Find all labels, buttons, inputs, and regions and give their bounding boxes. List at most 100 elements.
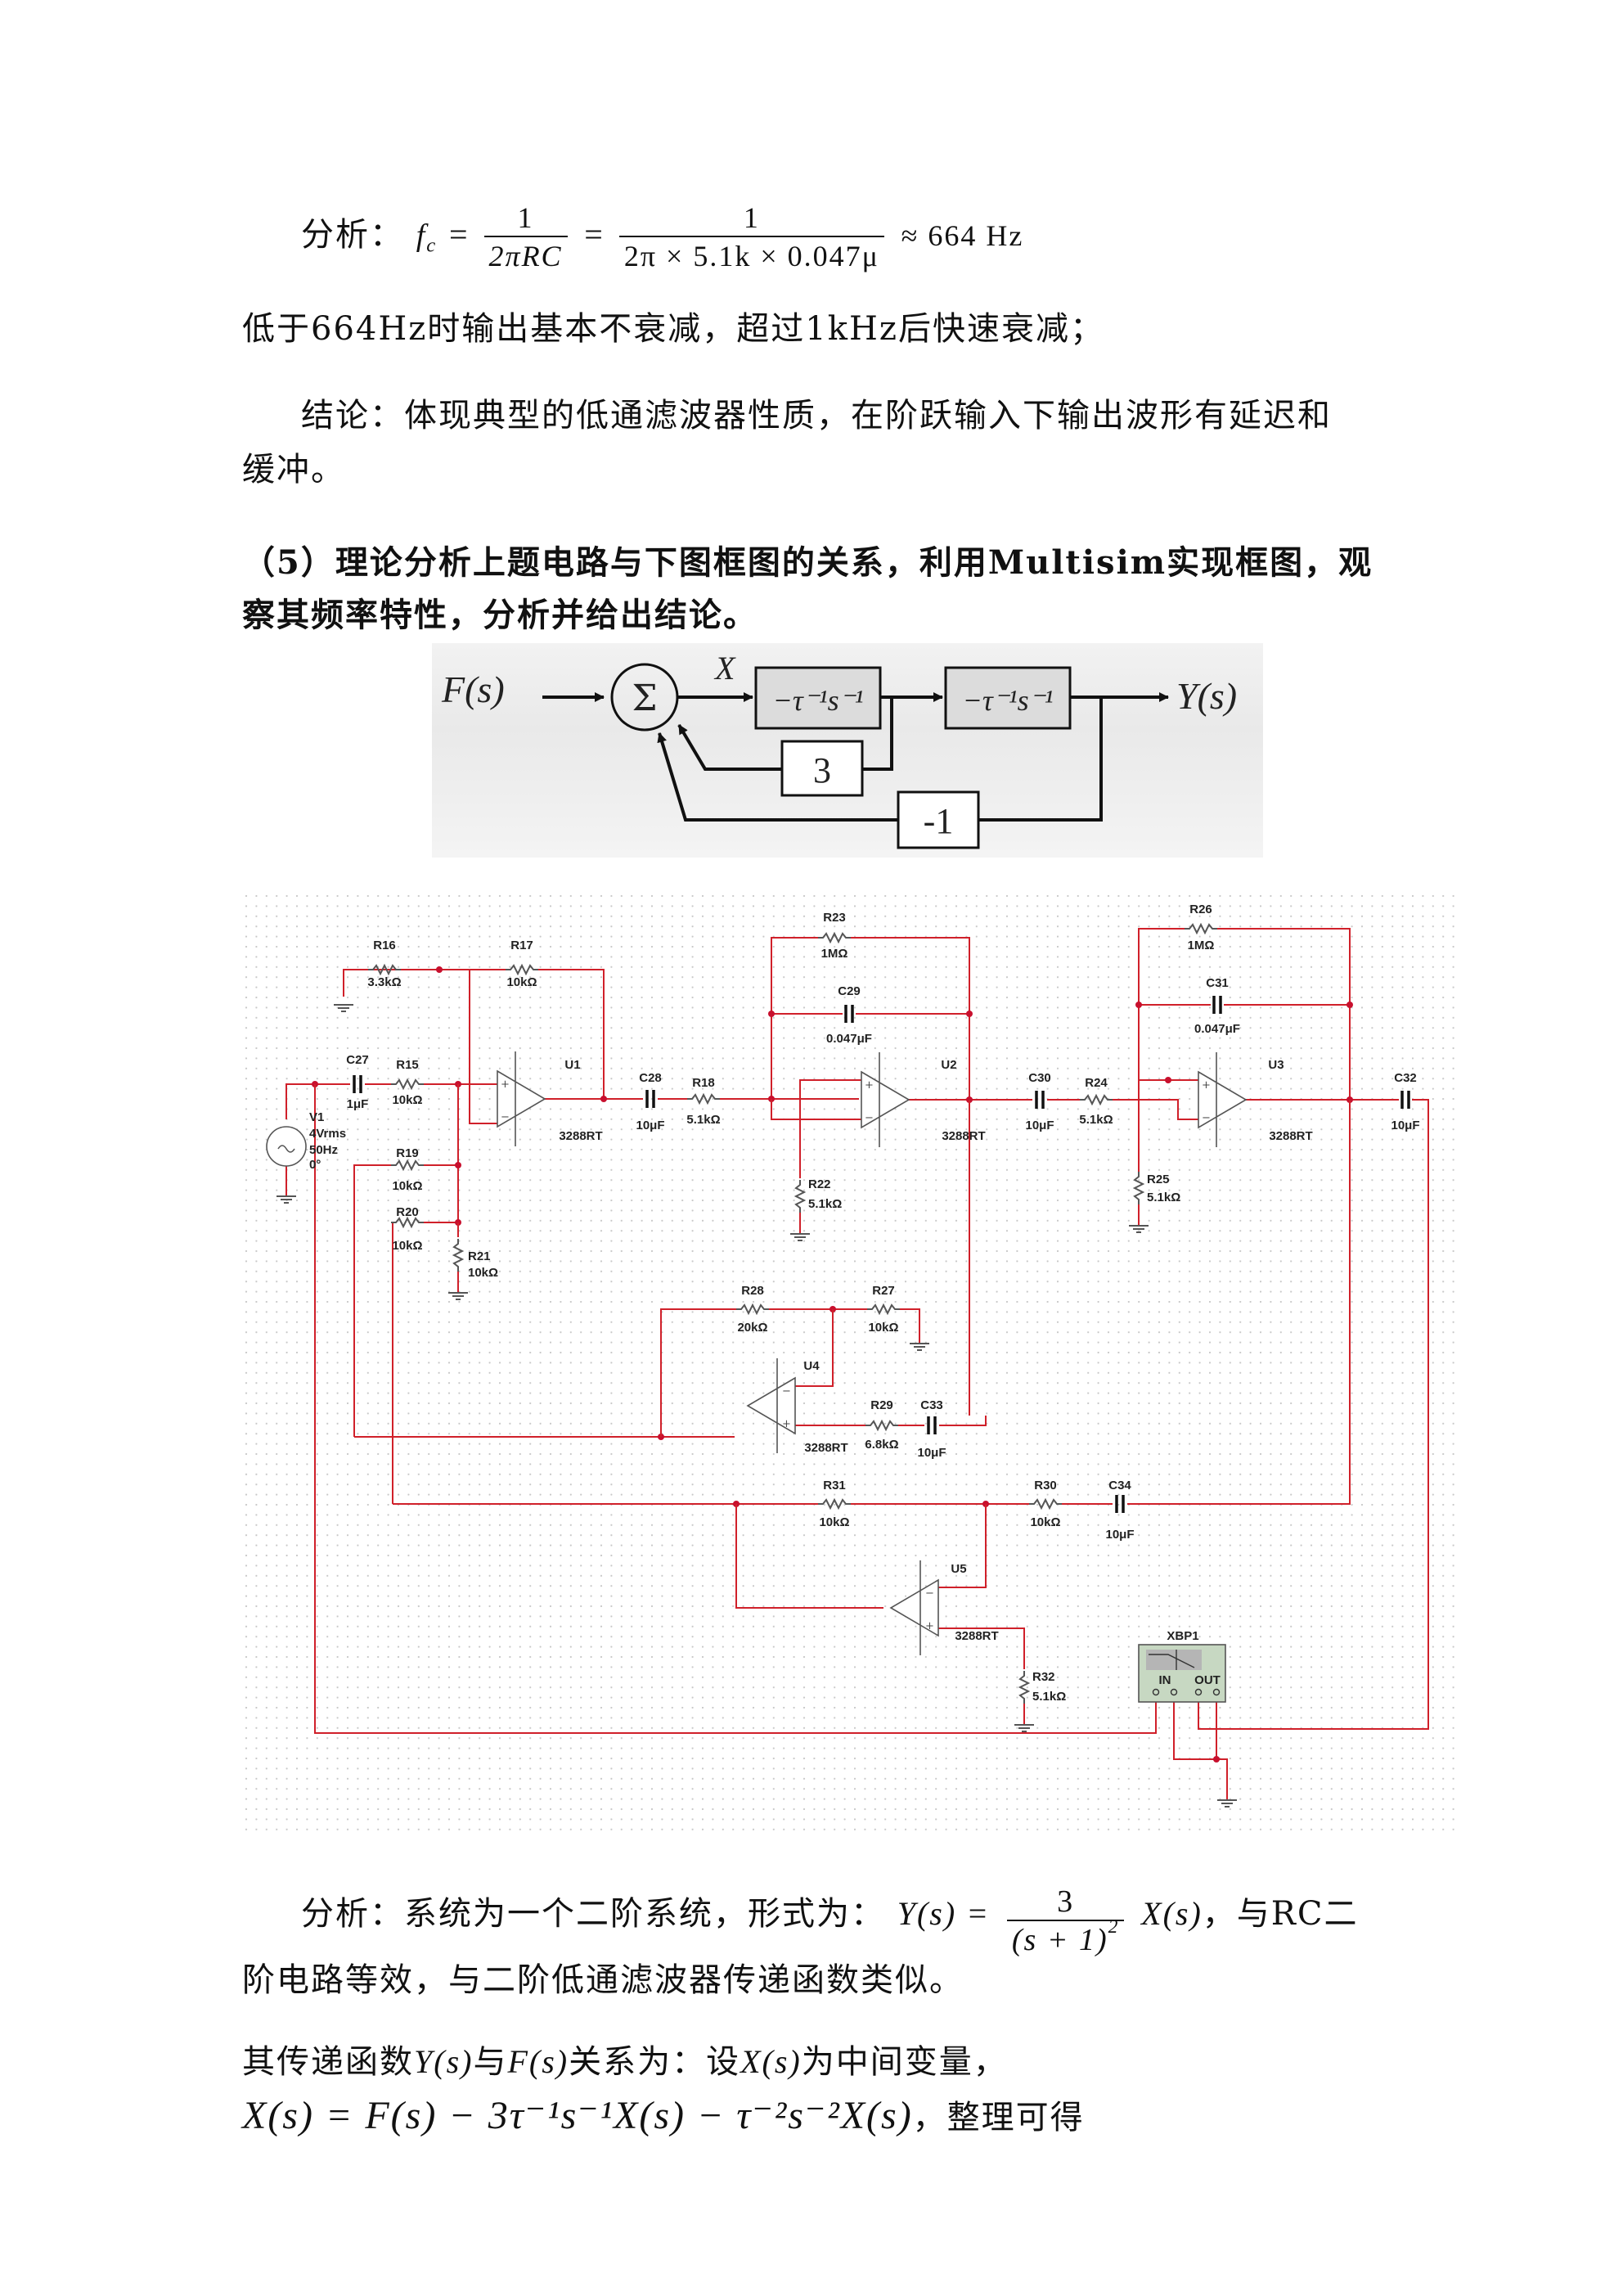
value-c30: 10μF (1025, 1119, 1054, 1132)
wire (1173, 1692, 1228, 1800)
plus-sign: + (925, 1620, 934, 1632)
analysis-2-lhs: Y(s) = (897, 1895, 991, 1932)
value-r21: 10kΩ (468, 1266, 498, 1280)
wire (1127, 1486, 1351, 1505)
analysis-2-line-1: 分析：系统为一个二阶系统，形式为： Y(s) = 3 (s + 1)2 X(s)… (301, 1879, 1359, 1957)
label-r21: R21 (468, 1249, 491, 1263)
label-v1: V1 (309, 1110, 324, 1124)
label-r22: R22 (808, 1177, 831, 1191)
junction-dot (1347, 1002, 1353, 1008)
cutoff-result: ≈ 664 Hz (901, 219, 1024, 252)
wire (285, 1083, 350, 1119)
junction-dot (768, 1011, 775, 1017)
label-r19: R19 (396, 1146, 419, 1160)
label-u3: U3 (1268, 1058, 1284, 1072)
junction-dot (966, 1011, 973, 1017)
wire (1198, 1099, 1429, 1730)
value-c33: 10μF (917, 1446, 946, 1460)
bd-block-2-label: −τ⁻¹s⁻¹ (963, 684, 1054, 717)
value-r28: 20kΩ (737, 1321, 767, 1335)
plus-sign: + (782, 1418, 791, 1430)
terminal-icon (1152, 1688, 1160, 1696)
value-r22: 5.1kΩ (808, 1197, 842, 1211)
label-r18: R18 (692, 1076, 715, 1090)
question-5-line-2: 察其频率特性，分析并给出结论。 (242, 596, 758, 634)
wire (771, 1099, 861, 1120)
junction-dot (1213, 1756, 1220, 1763)
analysis-2-denominator: (s + 1)2 (1006, 1917, 1125, 1959)
label-c32: C32 (1394, 1071, 1417, 1085)
resistor-R26 (1185, 922, 1217, 935)
transfer-ys: Y(s) (414, 2043, 474, 2080)
schematic-wires (285, 928, 1429, 1800)
model-u3: 3288RT (1269, 1129, 1312, 1143)
label-r27: R27 (872, 1284, 895, 1298)
label-c31: C31 (1206, 976, 1229, 990)
label-c28: C28 (639, 1071, 662, 1085)
wire (1138, 928, 1185, 1172)
resistor-R25 (1132, 1172, 1145, 1204)
resistor-R27 (867, 1303, 900, 1316)
label-r15: R15 (396, 1058, 419, 1072)
schematic-canvas: +−+−+−−+−+ R163.3kΩR1710kΩC271μFR1510kΩC… (245, 895, 1459, 1836)
model-u2: 3288RT (942, 1129, 985, 1143)
bd-block-1-label: −τ⁻¹s⁻¹ (773, 684, 864, 717)
schematic-labels: R163.3kΩR1710kΩC271μFR1510kΩC2810μFR185.… (309, 903, 1420, 1704)
label-r23: R23 (823, 911, 846, 925)
wire (799, 1079, 861, 1178)
analysis-2-prefix: 分析：系统为一个二阶系统，形式为： (301, 1895, 885, 1933)
bd-feedback-inner-wire (862, 697, 893, 771)
opamp-U4 (746, 1376, 796, 1435)
label-u5: U5 (951, 1562, 966, 1576)
junction-dot (1165, 1077, 1171, 1083)
bd-input-label: F(s) (441, 669, 505, 710)
fraction-1-numerator: 1 (517, 201, 534, 234)
bd-node-x-label: X (713, 650, 736, 687)
minus-sign: − (501, 1111, 510, 1123)
wire (771, 937, 818, 1099)
fc-subscript: c (426, 234, 438, 257)
transfer-xs: X(s) (740, 2043, 802, 2080)
bd-feedback-outer-wire (978, 697, 1103, 822)
analysis-2-suffix: ，与RC二 (1202, 1895, 1359, 1933)
value-c32: 10μF (1391, 1119, 1419, 1132)
plus-sign: + (501, 1078, 510, 1091)
bd-gain-3-label: 3 (813, 750, 831, 790)
ac-source-icon (266, 1126, 307, 1167)
resistor-R16 (368, 963, 401, 976)
wire (469, 970, 497, 1124)
label-r29: R29 (870, 1398, 893, 1412)
analysis-2-den-exp: 2 (1108, 1916, 1120, 1938)
sine-wave-icon (277, 1145, 295, 1153)
fraction-1-denominator: 2πRC (483, 236, 568, 275)
resistor-R22 (794, 1180, 807, 1213)
fc-f: f (416, 218, 427, 253)
block-diagram: F(s) Σ X −τ⁻¹s⁻¹ −τ⁻¹s⁻¹ Y(s) 3 -1 (432, 643, 1263, 858)
label-r32: R32 (1032, 1670, 1055, 1684)
wire (938, 1504, 987, 1588)
value-r24: 5.1kΩ (1079, 1113, 1113, 1127)
resistor-R30 (1029, 1497, 1062, 1510)
wire (353, 1164, 391, 1437)
analysis-2-line-2: 阶电路等效，与二阶低通滤波器传递函数类似。 (242, 1961, 964, 1999)
resistor-R24 (1080, 1093, 1113, 1106)
label-u2: U2 (941, 1058, 956, 1072)
transfer-text: 关系为：设 (569, 2043, 741, 2081)
value-r23: 1MΩ (821, 947, 848, 961)
bd-arrow-feedback-outer (657, 732, 898, 822)
value-r17: 10kΩ (506, 975, 537, 989)
opamp-U2 (861, 1070, 910, 1129)
resistor-R15 (391, 1078, 424, 1091)
analysis-2-rhs: X(s) (1141, 1895, 1203, 1932)
label-c27: C27 (346, 1053, 369, 1067)
xbp1-out-label: OUT (1194, 1673, 1221, 1687)
resistor-R32 (1018, 1671, 1031, 1704)
label-xbp1: XBP1 (1167, 1629, 1198, 1643)
junction-dot (455, 1162, 461, 1168)
junction-dot (600, 1096, 607, 1102)
bd-gain-neg1-label: -1 (924, 801, 954, 841)
resistor-R19 (391, 1159, 424, 1172)
label-c30: C30 (1028, 1071, 1051, 1085)
resistor-R29 (865, 1419, 898, 1432)
wire (1217, 928, 1351, 1100)
